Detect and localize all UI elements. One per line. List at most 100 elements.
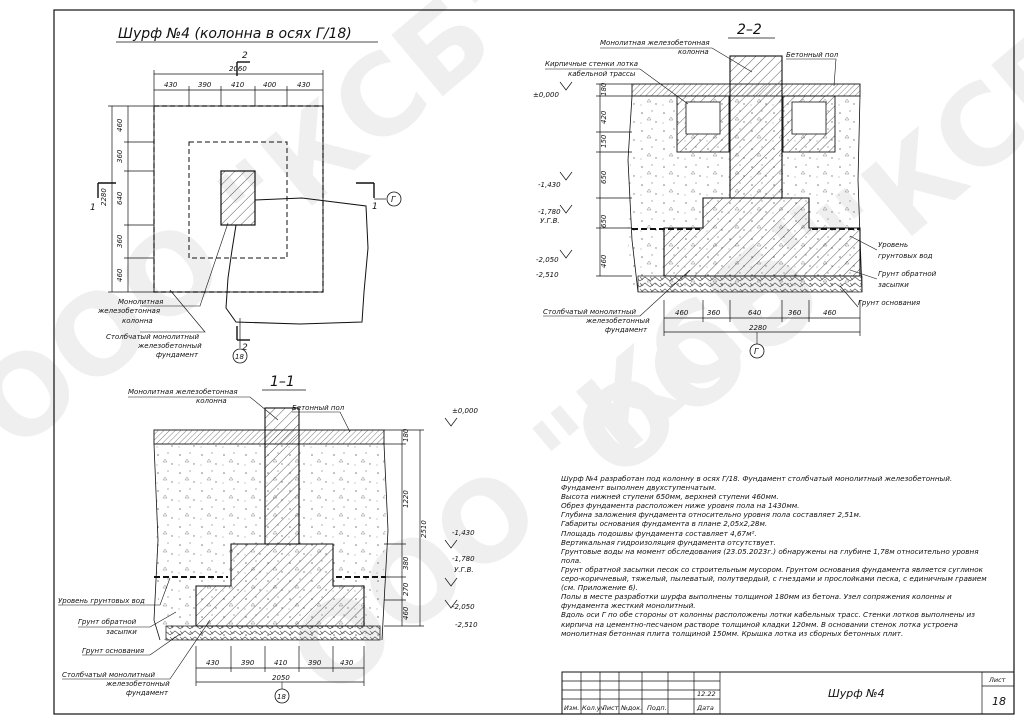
s11-label-column-1: Монолитная железобетонная [128, 388, 238, 396]
s11-level-1430: -1,430 [452, 529, 475, 537]
stamp-sheet-no: 18 [992, 695, 1006, 708]
s11-column [264, 407, 300, 545]
s22-label-foundation-1: Столбчатый монолитный [543, 308, 636, 316]
s22-label-walls-2: кабельной трассы [568, 70, 636, 78]
s22-label-column-1: Монолитная железобетонная [600, 39, 710, 47]
note-9: Грунтовые воды на момент обследования (2… [561, 546, 979, 565]
s11-label-foundation-3: фундамент [126, 689, 169, 697]
section-2-2: 2–2 180 420 150 [533, 22, 937, 359]
svg-text:430: 430 [206, 659, 220, 667]
svg-text:Столбчатый монолитный: Столбчатый монолитный [106, 333, 199, 341]
plan-label-column: Монолитная железобетонная колонна [97, 298, 163, 325]
svg-text:360: 360 [788, 309, 802, 317]
plan-upper-step [188, 141, 288, 259]
s11-title: 1–1 [270, 374, 295, 390]
plan-top-dims: 430 390 410 400 430 [164, 81, 311, 89]
svg-text:ООО "КСБ": ООО "КСБ" [0, 0, 560, 474]
svg-text:железобетонная: железобетонная [97, 307, 160, 315]
s11-level-1780: -1,780 [452, 555, 475, 563]
s22-level-2510: -2,510 [536, 271, 559, 279]
s22-label-backfill-2: засыпки [878, 281, 909, 289]
plan-cut-2-top: 2 [242, 51, 248, 61]
svg-text:360: 360 [116, 149, 124, 163]
plan-cut-1-left: 1 [90, 203, 96, 213]
svg-text:410: 410 [274, 659, 288, 667]
note-4: Обрез фундамента расположен ниже уровня … [561, 501, 800, 511]
s11-label-foundation-2: железобетонный [105, 680, 170, 688]
s11-label-backfill-1: Грунт обратной [78, 618, 137, 626]
s22-title: 2–2 [737, 22, 762, 38]
plan-axis-18: 18 [235, 353, 244, 361]
stamp-title: Шурф №4 [828, 687, 885, 700]
svg-text:430: 430 [297, 81, 311, 89]
s11-label-column-2: колонна [196, 397, 227, 405]
plan-axis-g: Г [391, 195, 396, 204]
plan-cut-2-bottom: 2 [242, 343, 248, 353]
note-1: Шурф №4 разработан под колонну в осях Г/… [561, 474, 953, 483]
stamp-h-podp: Подп. [647, 704, 667, 712]
s11-level-zero: ±0,000 [452, 407, 478, 415]
s11-label-gw: Уровень грунтовых вод [58, 597, 145, 605]
section-1-1: 1–1 180 1220 380 270 460 2510 ±0,000 -1, [58, 374, 478, 704]
svg-text:640: 640 [748, 309, 762, 317]
svg-text:колонна: колонна [122, 317, 153, 325]
svg-text:460: 460 [600, 254, 608, 268]
s22-label-backfill-1: Грунт обратной [878, 270, 937, 278]
plan-left-dims: 460 360 640 360 460 [116, 118, 124, 282]
s22-label-floor: Бетонный пол [786, 51, 839, 59]
svg-text:1220: 1220 [402, 490, 410, 508]
note-2: Фундамент выполнен двухступенчатым. [561, 483, 717, 493]
svg-text:430: 430 [164, 81, 178, 89]
s11-level-ugv: У.Г.В. [454, 566, 474, 574]
note-3: Высота нижней ступени 650мм, верхней сту… [561, 492, 779, 502]
s22-label-gw-2: грунтовых вод [878, 252, 933, 260]
plan-label-foundation: Столбчатый монолитный железобетонный фун… [106, 333, 202, 359]
s22-label-column-2: колонна [678, 48, 709, 56]
stamp-h-izm: Изм. [564, 704, 579, 712]
svg-text:380: 380 [402, 556, 410, 570]
svg-text:430: 430 [340, 659, 354, 667]
s22-bottom-dims: 460 360 640 360 460 [675, 309, 837, 317]
s22-axis: Г [754, 347, 759, 356]
plan-axis-18-bubble [232, 348, 248, 364]
s22-column [729, 55, 783, 199]
svg-text:410: 410 [231, 81, 245, 89]
s11-label-backfill-2: засыпки [106, 628, 137, 636]
s22-label-gw-1: Уровень [878, 241, 908, 249]
s22-vert-dims: 180 420 150 650 650 460 [600, 82, 608, 268]
svg-text:180: 180 [600, 82, 608, 96]
svg-text:650: 650 [600, 214, 608, 228]
s11-label-base: Грунт основания [82, 647, 144, 655]
svg-text:460: 460 [116, 118, 124, 132]
svg-text:400: 400 [263, 81, 277, 89]
s11-vert-dims: 180 1220 380 270 460 [402, 428, 410, 620]
s22-level-1780: -1,780 [538, 208, 561, 216]
stamp-h-kol: Кол.уч [582, 704, 605, 712]
plan-pit-boundary [225, 197, 369, 325]
note-12: Вдоль оси Г по обе стороны от колонны ра… [561, 610, 975, 638]
note-8: Вертикальная гидроизоляция фундамента от… [561, 537, 776, 547]
note-5: Глубина заложения фундамента относительн… [561, 510, 862, 520]
svg-text:420: 420 [600, 110, 608, 124]
plan-column [220, 170, 256, 226]
svg-text:150: 150 [600, 134, 608, 148]
stamp-date: 12.22 [697, 690, 716, 698]
s22-label-foundation-2: железобетонный [585, 317, 650, 325]
svg-text:650: 650 [600, 170, 608, 184]
stamp-h-date: Дата [696, 704, 714, 712]
s11-label-foundation-1: Столбчатый монолитный [62, 671, 155, 679]
plan-top-total: 2060 [229, 65, 247, 73]
svg-text:390: 390 [241, 659, 255, 667]
plan-cut-1-right: 1 [372, 202, 378, 212]
plan-axis-g-bubble [386, 191, 402, 207]
svg-text:460: 460 [675, 309, 689, 317]
s22-bottom-total: 2280 [749, 324, 767, 332]
s22-level-ugv: У.Г.В. [540, 217, 560, 225]
svg-text:460: 460 [402, 606, 410, 620]
s11-bottom-total: 2050 [272, 674, 290, 682]
s11-level-2510: -2,510 [455, 621, 478, 629]
svg-text:390: 390 [308, 659, 322, 667]
plan-title: Шурф №4 (колонна в осях Г/18) [118, 26, 352, 42]
